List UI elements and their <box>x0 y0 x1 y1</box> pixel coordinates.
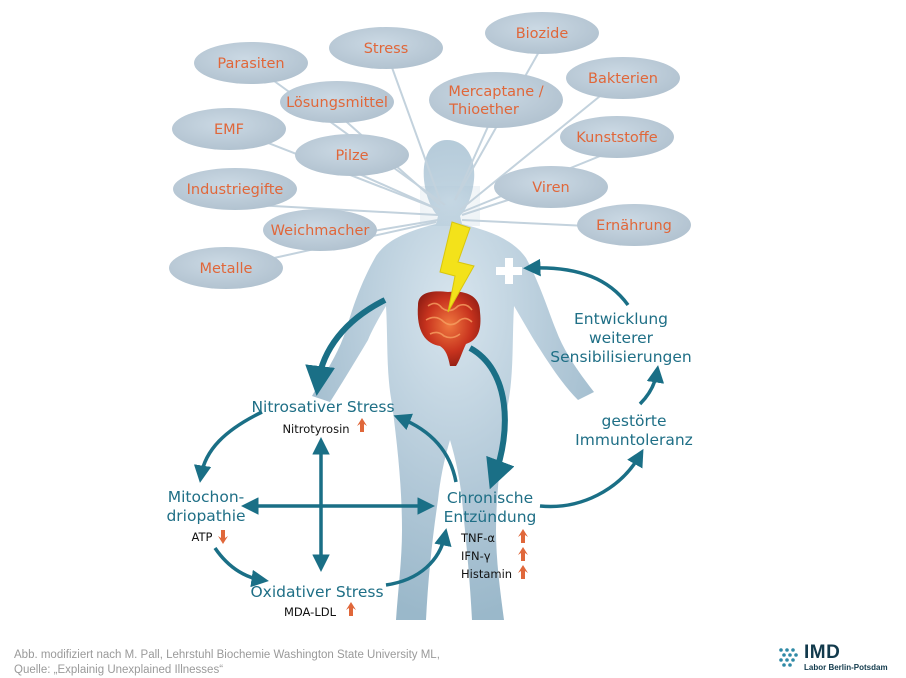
up-arrow-icon <box>518 565 528 579</box>
bubble-industriegifte: Industriegifte <box>173 168 297 210</box>
svg-text:Mercaptane /: Mercaptane / <box>448 84 543 100</box>
pall-cycle-diagram: Parasiten Stress Biozide Lösungsmittel M… <box>166 12 693 620</box>
svg-text:IFN-γ: IFN-γ <box>461 549 491 563</box>
up-arrow-icon <box>357 418 367 432</box>
bubble-stress: Stress <box>329 27 443 69</box>
svg-text:Biozide: Biozide <box>516 26 569 42</box>
svg-text:Industriegifte: Industriegifte <box>187 182 284 198</box>
down-arrow-icon <box>218 530 228 544</box>
logo-subtitle: Labor Berlin-Potsdam <box>804 663 888 672</box>
svg-text:driopathie: driopathie <box>166 507 245 525</box>
bubble-biozide: Biozide <box>485 12 599 54</box>
bubble-parasiten: Parasiten <box>194 42 308 84</box>
gut-illustration <box>417 291 481 366</box>
svg-text:Kunststoffe: Kunststoffe <box>576 130 658 146</box>
logo-dots-icon <box>779 648 798 667</box>
logo-name: IMD <box>804 642 841 663</box>
svg-text:Nitrotyrosin: Nitrotyrosin <box>282 422 349 436</box>
imd-logo: IMD Labor Berlin-Potsdam <box>778 642 900 675</box>
bubble-weichmacher: Weichmacher <box>263 209 377 251</box>
cycle-arrows <box>193 258 665 588</box>
svg-text:Entwicklung: Entwicklung <box>574 310 668 328</box>
svg-text:EMF: EMF <box>214 122 244 138</box>
node-nitrosativer-stress: Nitrosativer Stress Nitrotyrosin <box>251 398 394 436</box>
svg-text:Weichmacher: Weichmacher <box>271 223 370 239</box>
svg-text:Entzündung: Entzündung <box>444 508 537 526</box>
bubble-metalle: Metalle <box>169 247 283 289</box>
svg-text:Pilze: Pilze <box>335 148 368 164</box>
lightning-bolt-icon <box>439 221 475 313</box>
node-gestoerte-immuntoleranz: gestörte Immuntoleranz <box>575 412 693 449</box>
svg-text:Parasiten: Parasiten <box>217 56 284 72</box>
bubble-bakterien: Bakterien <box>566 57 680 99</box>
human-body-figure <box>312 140 594 620</box>
bubble-pilze: Pilze <box>295 134 409 176</box>
svg-text:Ernährung: Ernährung <box>596 218 672 234</box>
bubble-emf: EMF <box>172 108 286 150</box>
caption-line-1: Abb. modifiziert nach M. Pall, Lehrstuhl… <box>14 649 440 661</box>
svg-text:Oxidativer Stress: Oxidativer Stress <box>250 583 383 601</box>
node-mitochondriopathie: Mitochon- driopathie ATP <box>166 488 246 544</box>
node-entwicklung-sensibilisierungen: Entwicklung weiterer Sensibilisierungen <box>550 310 691 366</box>
svg-text:TNF-α: TNF-α <box>460 531 495 545</box>
bubble-kunststoffe: Kunststoffe <box>560 116 674 158</box>
bubble-ernaehrung: Ernährung <box>577 204 691 246</box>
svg-text:Nitrosativer Stress: Nitrosativer Stress <box>251 398 394 416</box>
node-oxidativer-stress: Oxidativer Stress MDA-LDL <box>250 583 383 619</box>
plus-icon <box>496 258 522 284</box>
svg-text:Thioether: Thioether <box>448 102 519 118</box>
svg-text:Mitochon-: Mitochon- <box>168 488 245 506</box>
svg-text:MDA-LDL: MDA-LDL <box>284 605 337 619</box>
svg-text:Histamin: Histamin <box>461 567 512 581</box>
node-chronische-entzuendung: Chronische Entzündung TNF-α IFN-γ Histam… <box>444 489 537 581</box>
svg-text:Immuntoleranz: Immuntoleranz <box>575 431 693 449</box>
svg-text:Chronische: Chronische <box>447 489 533 507</box>
up-arrow-icon <box>346 602 356 616</box>
svg-text:Stress: Stress <box>364 41 409 57</box>
svg-text:Sensibilisierungen: Sensibilisierungen <box>550 348 691 366</box>
stressor-bubbles: Parasiten Stress Biozide Lösungsmittel M… <box>169 12 691 289</box>
up-arrow-icon <box>518 547 528 561</box>
caption-line-2: Quelle: „Explainig Unexplained Illnesses… <box>14 664 224 676</box>
svg-text:gestörte: gestörte <box>602 412 667 430</box>
bubble-loesungsmittel: Lösungsmittel <box>280 81 394 123</box>
svg-text:Bakterien: Bakterien <box>588 71 658 87</box>
figure-caption: Abb. modifiziert nach M. Pall, Lehrstuhl… <box>14 648 440 678</box>
bubble-viren: Viren <box>494 166 608 208</box>
svg-text:weiterer: weiterer <box>589 329 654 347</box>
up-arrow-icon <box>518 529 528 543</box>
svg-text:Metalle: Metalle <box>200 261 253 277</box>
svg-text:Viren: Viren <box>532 180 569 196</box>
svg-text:ATP: ATP <box>192 530 213 544</box>
bubble-mercaptane: Mercaptane / Thioether <box>429 72 563 128</box>
svg-text:Lösungsmittel: Lösungsmittel <box>286 95 388 111</box>
